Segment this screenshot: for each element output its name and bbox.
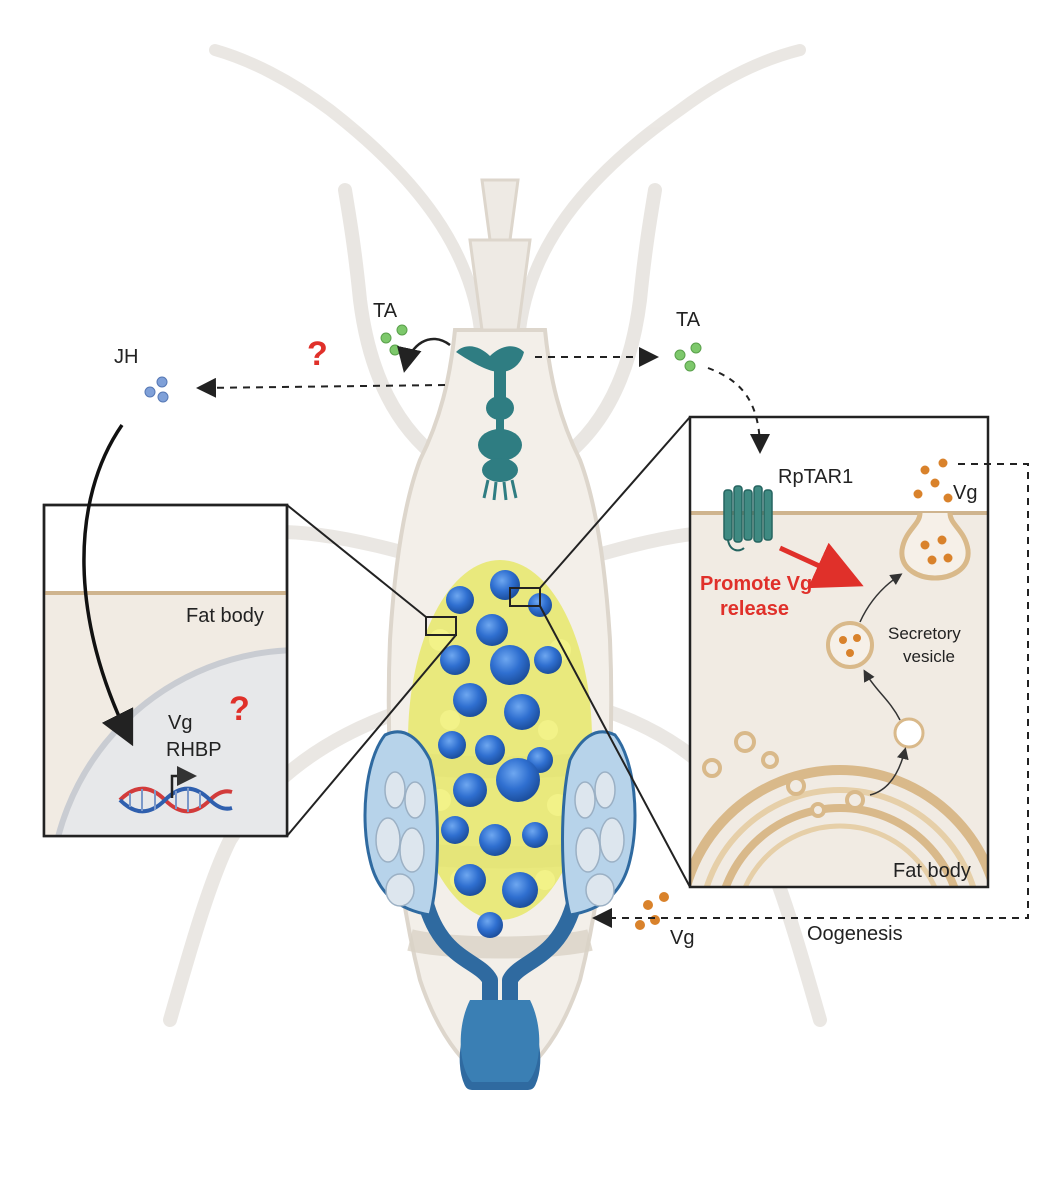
dna-helix: [118, 766, 233, 814]
left-panel: [42, 503, 289, 838]
rptar1-receptor: [723, 485, 773, 552]
vg-cluster-bottom: [635, 892, 669, 930]
oocytes: [438, 570, 562, 938]
secretory-vesicle: [826, 621, 874, 669]
question-mark-box: ?: [229, 690, 250, 728]
arrow-er-to-vesicle: [869, 747, 909, 796]
exocytosis-vesicle: [899, 512, 971, 581]
jh-cluster: [144, 376, 169, 403]
ovary-region: [408, 560, 592, 1090]
ta-cluster-left: [380, 324, 408, 356]
arrow-brain-to-jh: [196, 377, 446, 398]
label-fat-body-left: Fat body: [186, 605, 264, 627]
central-nervous-system: [456, 346, 524, 501]
label-secretory-line2: vesicle: [903, 647, 955, 666]
zoom-box-left: [425, 616, 457, 636]
label-secretory-line1: Secretory: [888, 624, 961, 643]
vg-particles-top: [913, 458, 953, 503]
label-vg-left: Vg: [168, 712, 192, 734]
promote-arrow: [778, 542, 864, 589]
empty-vesicle: [893, 717, 925, 749]
label-vg-bottom: Vg: [670, 927, 694, 949]
label-ta-right: TA: [676, 309, 701, 331]
label-rptar1: RpTAR1: [778, 466, 853, 488]
label-jh: JH: [114, 346, 138, 368]
zoom-box-right: [509, 587, 541, 607]
label-promote-line2: release: [720, 598, 789, 620]
label-vg-right: Vg: [953, 482, 977, 504]
ta-cluster-right: [674, 342, 702, 372]
label-ta-left: TA: [373, 300, 398, 322]
ovariole-right: [561, 730, 637, 917]
ovariole-left: [363, 730, 439, 917]
arrow-jh-to-nucleus: [82, 424, 134, 747]
arrow-vesicle-to-secretory: [863, 669, 901, 721]
arrow-secretory-to-membrane: [859, 573, 903, 623]
arrow-ta-to-brain: [397, 337, 451, 373]
endoplasmic-reticulum: [690, 765, 988, 887]
label-fat-body-right: Fat body: [893, 860, 971, 882]
label-oogenesis: Oogenesis: [807, 923, 903, 945]
label-rhbp: RHBP: [166, 739, 222, 761]
label-promote-line1: Promote Vg: [700, 573, 812, 595]
question-mark-left: ?: [307, 335, 328, 373]
